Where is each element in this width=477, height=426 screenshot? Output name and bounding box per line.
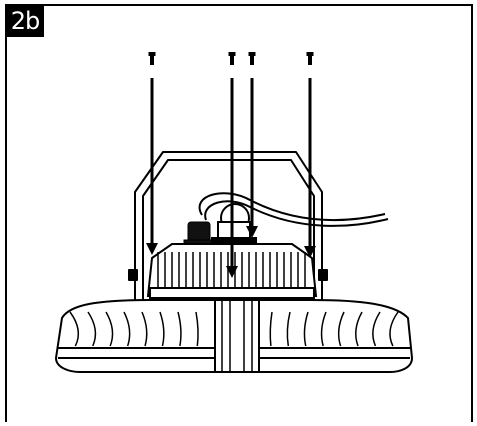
reflector-fin: [337, 311, 345, 347]
power-cable: [198, 192, 389, 233]
reflector-fin: [355, 311, 363, 347]
down-arrow-icon: [226, 78, 238, 278]
reflector-fin: [141, 311, 148, 347]
mounting-bracket: [128, 151, 328, 300]
reflector-fin: [389, 311, 399, 347]
reflector-fin: [195, 311, 199, 347]
screw-icon: [228, 52, 236, 65]
screw-set: [146, 52, 316, 278]
down-arrow-icon: [246, 78, 258, 238]
screw-icon: [248, 52, 256, 65]
reflector-fin: [372, 311, 381, 347]
reflector-fin: [286, 311, 291, 347]
reflector-fin: [87, 311, 97, 347]
reflector-fin: [159, 311, 165, 347]
screw-icon: [148, 52, 156, 65]
reflector-fin: [303, 311, 309, 347]
down-arrow-icon: [304, 78, 316, 258]
panel-border: [5, 4, 473, 422]
reflector-fin: [69, 311, 80, 347]
reflector-base: [54, 299, 414, 373]
reflector-fin: [269, 311, 273, 347]
screw-icon: [306, 52, 314, 65]
down-arrow-icon: [146, 78, 158, 255]
driver-housing: [146, 243, 318, 299]
reflector-fin: [105, 311, 114, 347]
step-label: 2b: [6, 5, 44, 37]
reflector-fin: [123, 311, 131, 347]
reflector-fin: [177, 311, 182, 347]
reflector-fin: [320, 311, 327, 347]
